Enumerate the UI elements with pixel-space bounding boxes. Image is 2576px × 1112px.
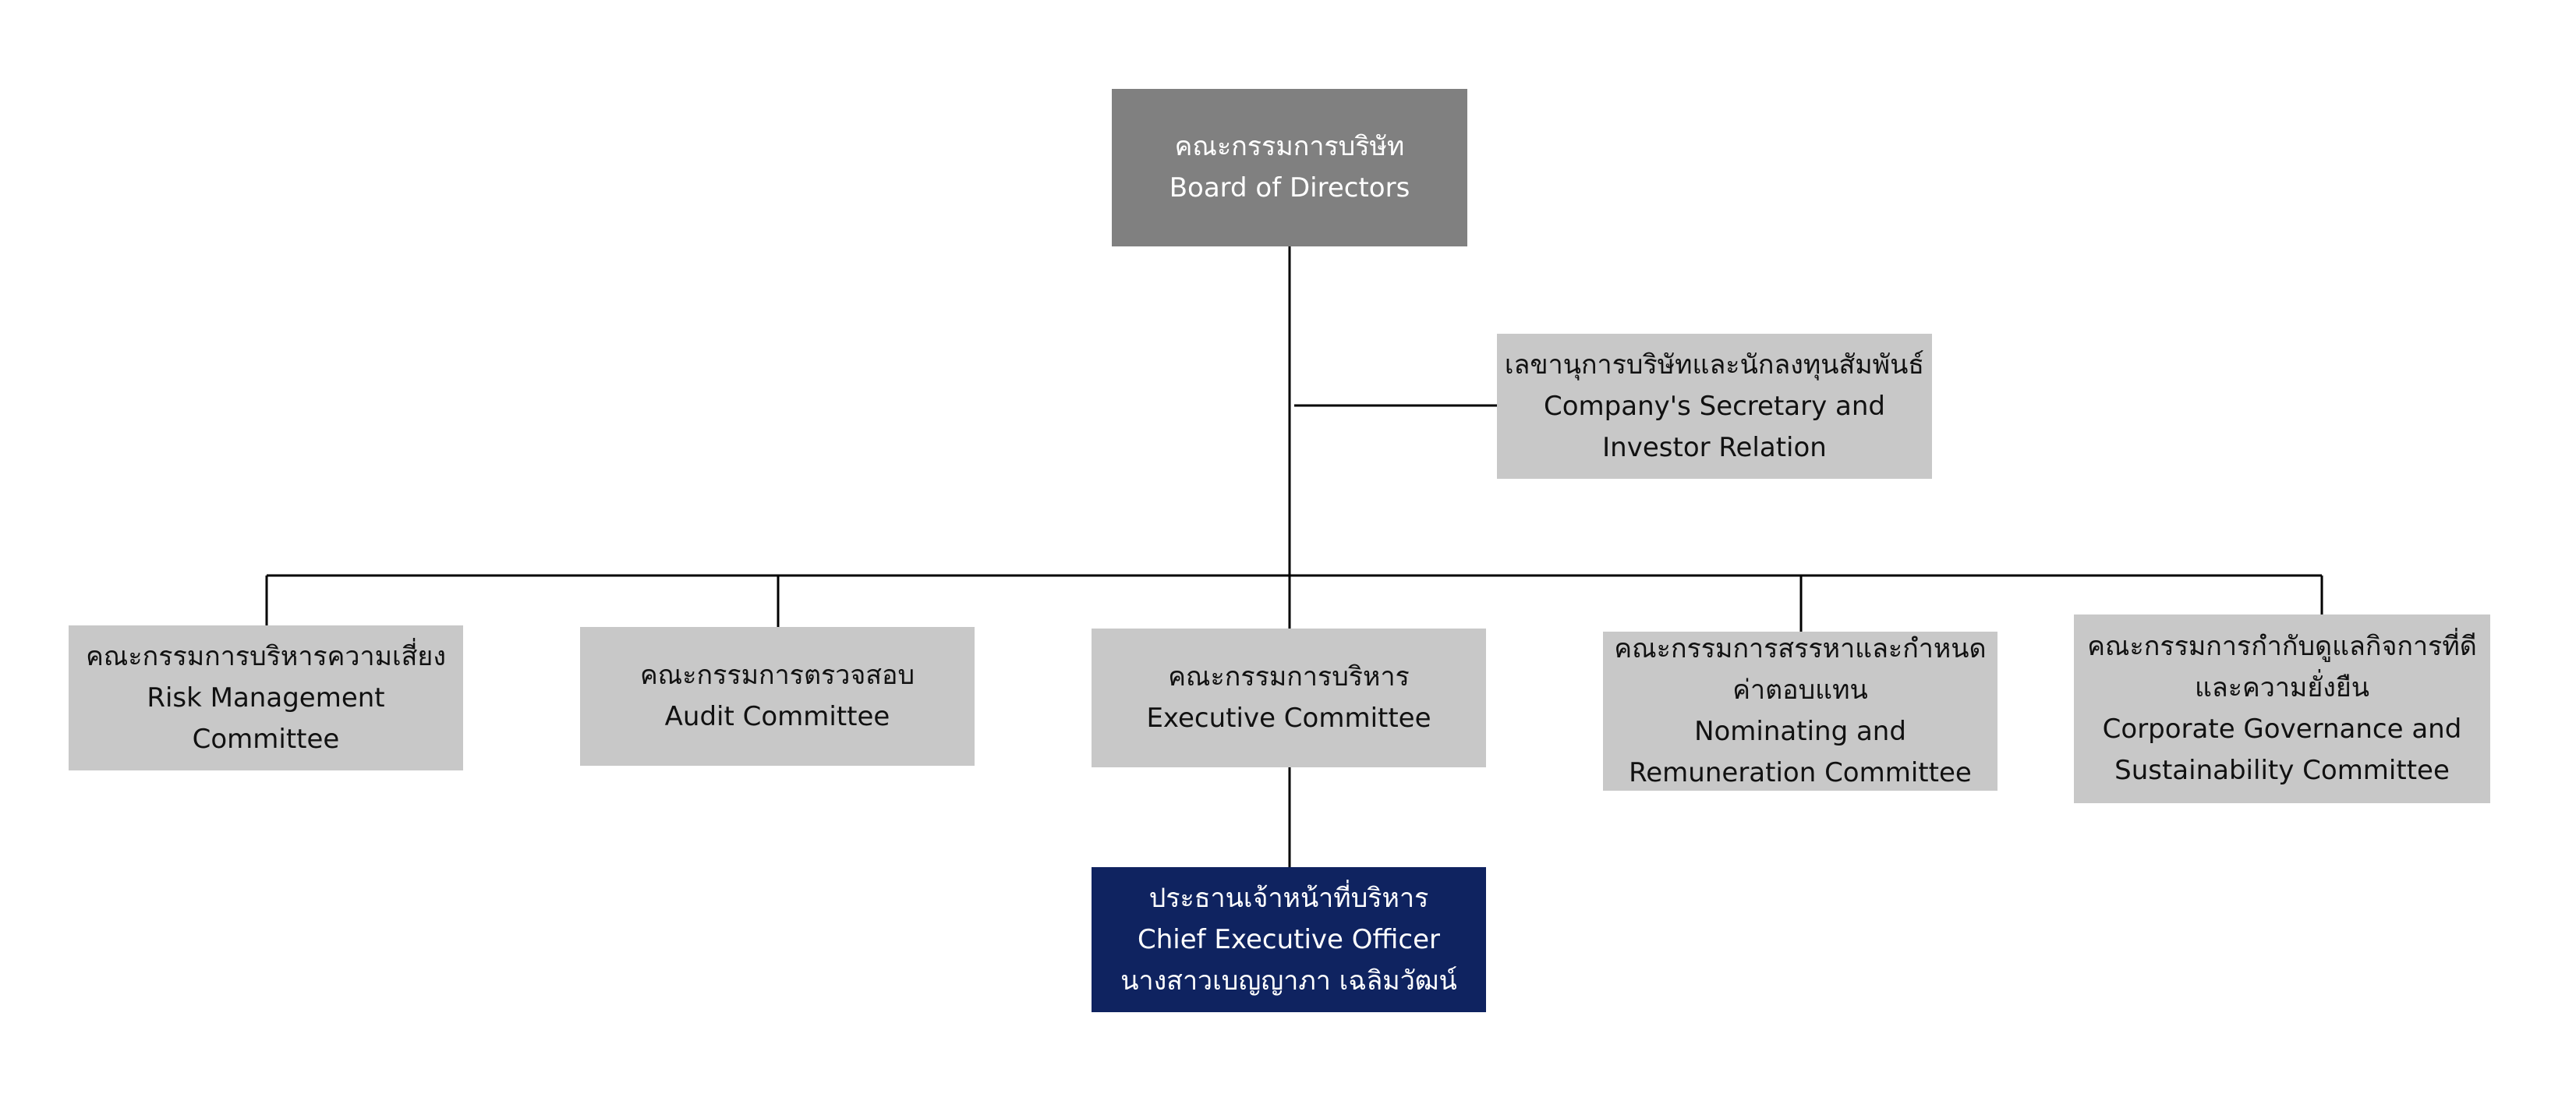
governance-sustainability-committee-box: คณะกรรมการกำกับดูแลกิจการที่ดี และความยั… xyxy=(2074,614,2490,803)
board-thai-label: คณะกรรมการบริษัท xyxy=(1174,131,1405,162)
governance-english-label-1: Corporate Governance and xyxy=(2102,714,2462,745)
audit-english-label: Audit Committee xyxy=(664,701,890,732)
company-secretary-box: เลขานุการบริษัทและนักลงทุนสัมพันธ์ Compa… xyxy=(1497,334,1932,479)
board-of-directors-box: คณะกรรมการบริษัท Board of Directors xyxy=(1112,89,1467,246)
governance-english-label-2: Sustainability Committee xyxy=(2114,755,2450,786)
nominating-remuneration-committee-box: คณะกรรมการสรรหาและกำหนด ค่าตอบแทน Nomina… xyxy=(1603,632,1997,791)
governance-thai-label-1: คณะกรรมการกำกับดูแลกิจการที่ดี xyxy=(2087,631,2477,662)
risk-management-committee-box: คณะกรรมการบริหารความเสี่ยง Risk Manageme… xyxy=(69,625,463,770)
ceo-thai-label: ประธานเจ้าหน้าที่บริหาร xyxy=(1148,882,1429,914)
executive-thai-label: คณะกรรมการบริหาร xyxy=(1168,661,1410,692)
executive-english-label: Executive Committee xyxy=(1146,703,1431,734)
audit-committee-box: คณะกรรมการตรวจสอบ Audit Committee xyxy=(580,627,975,766)
risk-english-label-2: Committee xyxy=(192,723,340,755)
secretary-english-label-2: Investor Relation xyxy=(1602,431,1827,463)
executive-committee-box: คณะกรรมการบริหาร Executive Committee xyxy=(1092,629,1486,767)
board-english-label: Board of Directors xyxy=(1169,172,1410,204)
nominating-thai-label-2: ค่าตอบแทน xyxy=(1732,675,1868,706)
risk-thai-label: คณะกรรมการบริหารความเสี่ยง xyxy=(86,640,446,672)
ceo-english-label: Chief Executive Officer xyxy=(1138,923,1440,955)
governance-thai-label-2: และความยั่งยืน xyxy=(2194,672,2370,703)
nominating-thai-label-1: คณะกรรมการสรรหาและกำหนด xyxy=(1614,633,1987,664)
secretary-thai-label: เลขานุการบริษัทและนักลงทุนสัมพันธ์ xyxy=(1504,349,1925,381)
nominating-english-label-2: Remuneration Committee xyxy=(1629,757,1972,788)
ceo-name-label: นางสาวเบญญาภา เฉลิมวัฒน์ xyxy=(1120,965,1457,997)
risk-english-label-1: Risk Management xyxy=(147,682,385,714)
chief-executive-officer-box: ประธานเจ้าหน้าที่บริหาร Chief Executive … xyxy=(1092,867,1486,1012)
secretary-english-label-1: Company's Secretary and xyxy=(1544,390,1885,422)
audit-thai-label: คณะกรรมการตรวจสอบ xyxy=(639,660,915,691)
nominating-english-label-1: Nominating and xyxy=(1694,716,1906,747)
